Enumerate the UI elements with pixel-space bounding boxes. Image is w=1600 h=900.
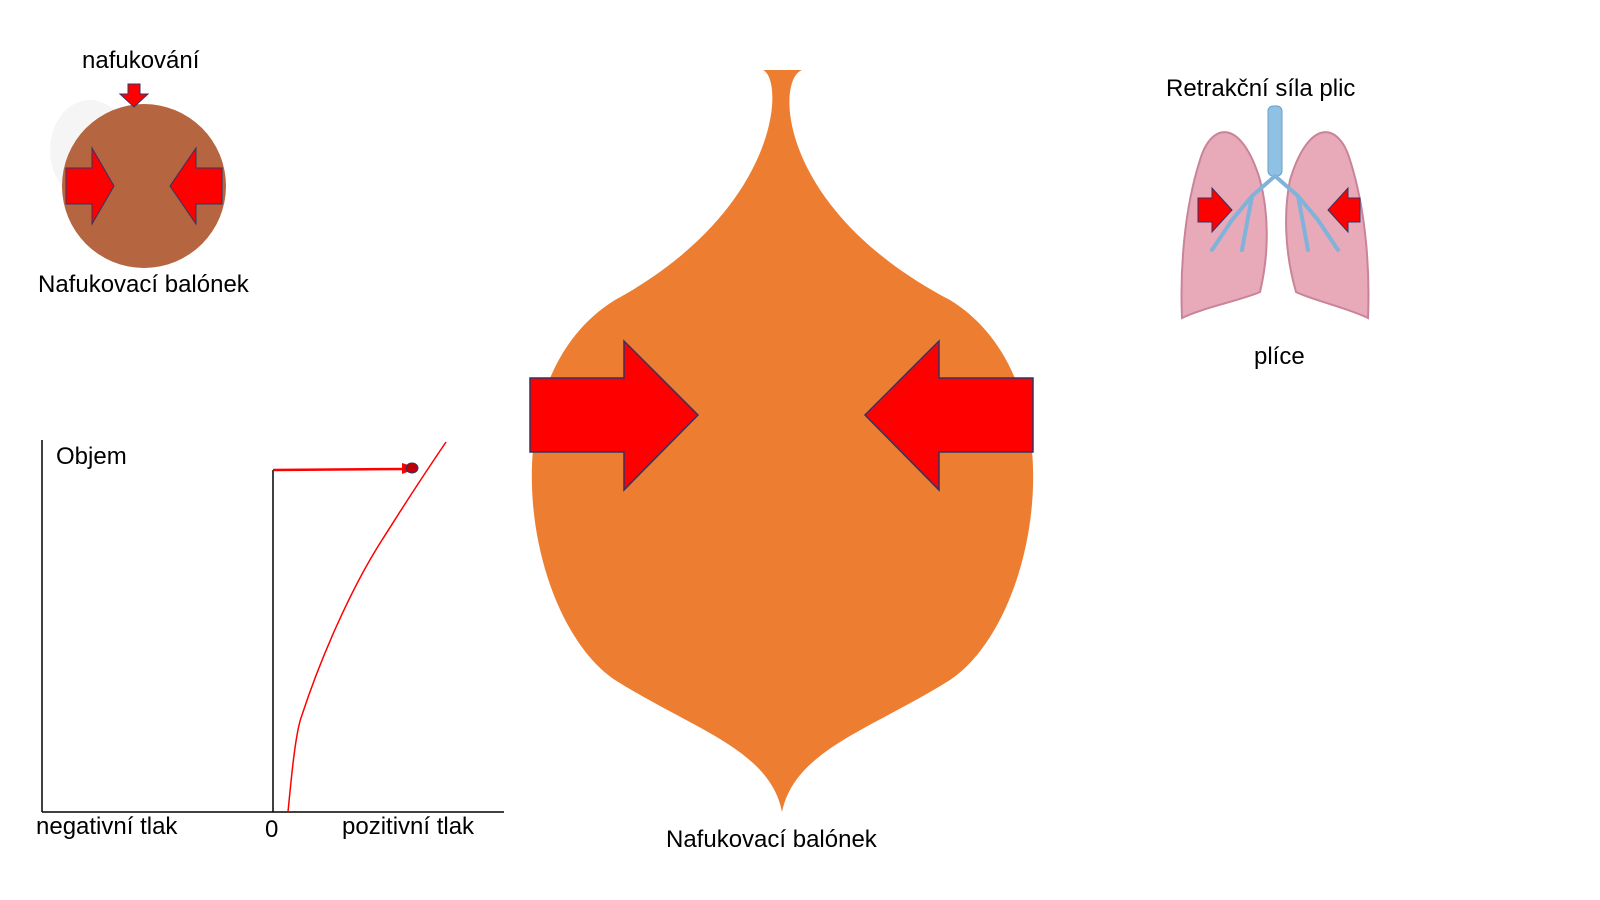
- large-balloon-graphic: [529, 70, 1034, 812]
- x-positive-label: pozitivní tlak: [342, 813, 475, 840]
- lungs-caption: plíce: [1254, 343, 1305, 370]
- large-right-arrow-icon: [529, 339, 700, 492]
- horizontal-arrow: [272, 467, 405, 472]
- pressure-volume-curve: [287, 441, 447, 813]
- y-axis-label: Objem: [56, 443, 127, 470]
- lungs-graphic: [1180, 105, 1370, 320]
- lung-right-arrow-icon: [1197, 186, 1233, 234]
- trachea: [1267, 105, 1283, 177]
- right-lung: [1285, 131, 1370, 320]
- large-balloon-body: [531, 70, 1034, 812]
- large-balloon-caption: Nafukovací balónek: [666, 826, 877, 853]
- small-balloon-graphic: [50, 80, 226, 268]
- down-arrow-icon: [118, 83, 150, 108]
- left-lung: [1180, 131, 1268, 320]
- small-balloon-caption: Nafukovací balónek: [38, 271, 249, 298]
- graph-canvas: [41, 440, 504, 813]
- curve-point-marker: [405, 462, 419, 474]
- x-negative-label: negativní tlak: [36, 813, 178, 840]
- x-zero-label: 0: [265, 816, 279, 843]
- bronchial-tree: [1210, 174, 1340, 252]
- right-arrow-icon: [65, 146, 115, 226]
- small-balloon-body: [62, 104, 226, 268]
- lung-left-arrow-icon: [1327, 186, 1361, 234]
- left-arrow-icon: [169, 146, 223, 226]
- large-left-arrow-icon: [863, 339, 1034, 492]
- inflation-label: nafukování: [82, 47, 200, 74]
- lungs-title: Retrakční síla plic: [1166, 75, 1356, 102]
